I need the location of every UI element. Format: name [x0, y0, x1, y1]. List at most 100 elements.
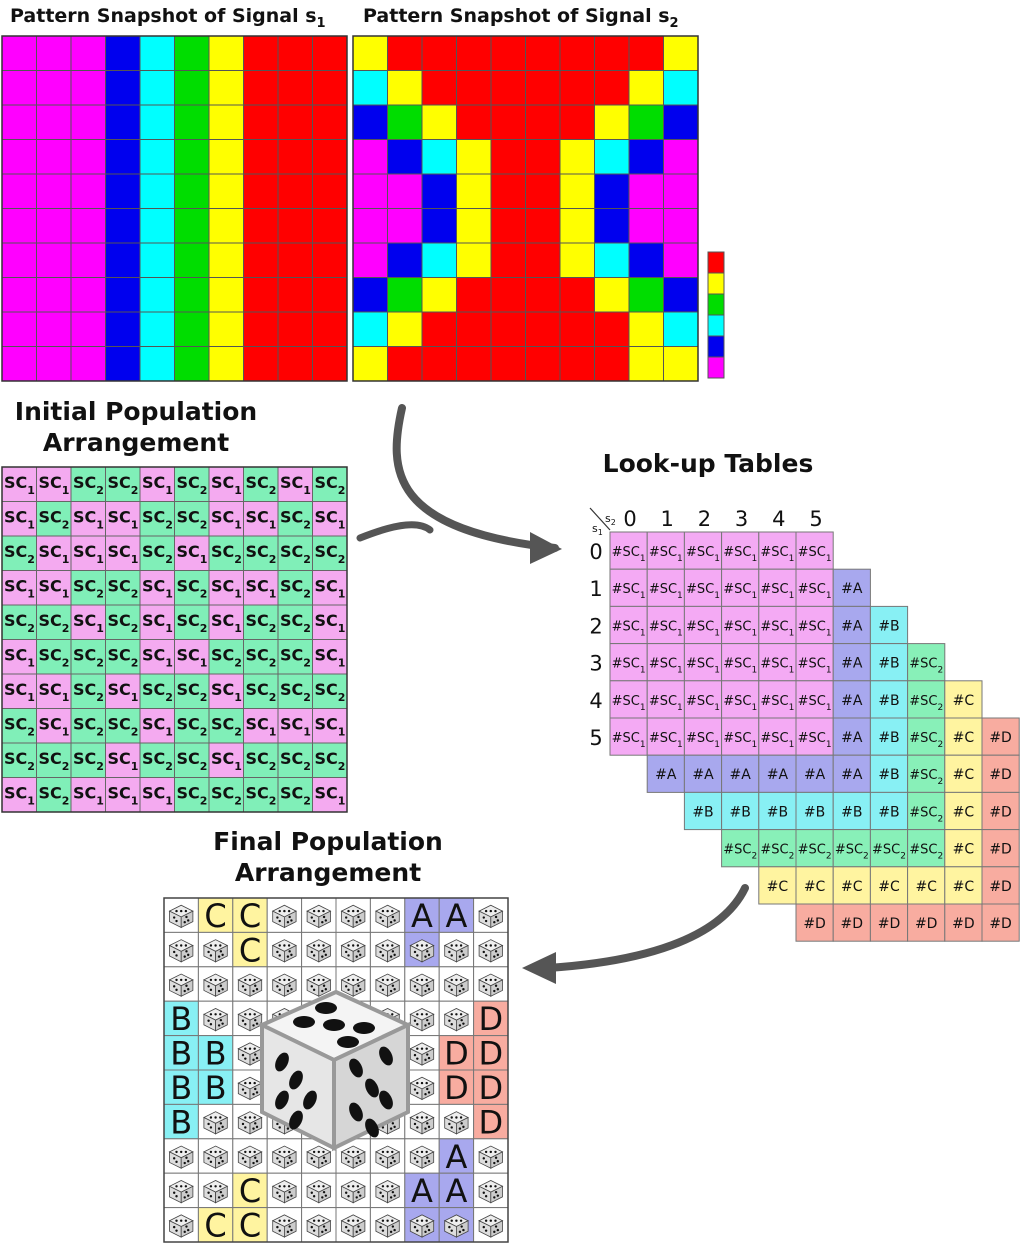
signal-s1-cell: [105, 277, 141, 313]
signal-s2-cell: [663, 346, 699, 382]
signal-s2-cell: [663, 242, 699, 278]
dice-icon: [375, 1214, 401, 1238]
signal-s2-cell: [456, 242, 492, 278]
lookup-cell-label: #SC1: [686, 731, 720, 750]
final-population-title-line1: Final Population: [213, 827, 443, 856]
final-cell-label: A: [445, 1138, 467, 1176]
signal-s1-cell: [174, 35, 210, 71]
signal-s2-cell: [352, 104, 388, 140]
population-cell: [312, 604, 348, 640]
signal-s2-cell: [628, 104, 664, 140]
lookup-row-header: 3: [589, 652, 602, 676]
lookup-cell: [907, 791, 946, 831]
signal-s2-cell: [559, 311, 595, 347]
final-cell-label: D: [478, 1000, 503, 1038]
signal-s2-cell: [628, 70, 664, 106]
lookup-cell: [721, 605, 760, 645]
population-cell-label: SC1: [39, 577, 70, 601]
final-cell: [163, 1103, 199, 1140]
population-cell-label: SC1: [39, 473, 70, 497]
lookup-cell-label: #B: [878, 767, 899, 783]
dice-icon: [340, 1145, 366, 1169]
lookup-cell: [795, 643, 834, 682]
dice-icon: [478, 1180, 504, 1204]
signal-s1-cell: [243, 242, 279, 278]
signal-s2-cell: [663, 208, 699, 244]
lookup-cell-label: #A: [692, 767, 714, 783]
population-cell-label: SC2: [108, 577, 139, 601]
lookup-cell-label: #SC1: [798, 619, 832, 638]
signal-s1-border: [1, 35, 348, 382]
lookup-cell: [609, 605, 648, 645]
signal-s2-cell: [352, 277, 388, 313]
signal-s1-cell: [1, 208, 37, 244]
lookup-cell: [758, 643, 797, 682]
population-cell: [36, 742, 72, 778]
final-cell-label: C: [239, 931, 261, 969]
dice-icon: [443, 1111, 469, 1135]
signal-s1-cell: [1, 104, 37, 140]
population-cell: [36, 639, 72, 675]
population-cell-label: SC1: [108, 680, 139, 704]
population-cell-label: SC2: [73, 715, 104, 739]
signal-s1-cell: [105, 311, 141, 347]
population-cell: [105, 604, 141, 640]
lookup-col-header: 2: [698, 507, 711, 531]
signal-s2-cell: [456, 139, 492, 175]
population-cell: [243, 742, 279, 778]
dice-icon: [168, 1180, 194, 1204]
signal-s1-cell: [243, 35, 279, 71]
population-cell-label: SC1: [211, 577, 242, 601]
lookup-cell: [981, 903, 1020, 942]
population-cell-label: SC2: [246, 473, 277, 497]
signal-s1-cell: [36, 70, 72, 106]
signal-s1-cell: [243, 139, 279, 175]
population-cell: [174, 708, 210, 744]
dice-icon: [168, 973, 194, 997]
population-cell-label: SC1: [142, 611, 173, 635]
population-cell-label: SC1: [142, 473, 173, 497]
lookup-cell-label: #C: [953, 804, 975, 820]
dice-icon: [478, 973, 504, 997]
signal-s2-cell: [628, 277, 664, 313]
population-cell: [139, 604, 175, 640]
population-cell-label: SC1: [73, 784, 104, 808]
final-cell-label: D: [478, 1035, 503, 1073]
dice-icon: [237, 1076, 263, 1101]
dice-icon: [271, 1180, 297, 1204]
initial-population-title-line2: Arrangement: [43, 428, 229, 457]
lookup-cell-label: #SC1: [612, 582, 646, 601]
lookup-cell: [646, 717, 685, 756]
signal-s2-cell: [663, 311, 699, 347]
lookup-cell: [832, 643, 871, 682]
population-cell-label: SC2: [315, 542, 346, 566]
signal-s1-cell: [277, 346, 313, 382]
lookup-cell-label: #SC1: [760, 582, 794, 601]
signal-s2-cell: [490, 311, 526, 347]
signal-s2-cell: [490, 104, 526, 140]
final-cell-label: C: [239, 1207, 261, 1245]
signal-s1-cell: [70, 242, 106, 278]
signal-s2-cell: [594, 277, 630, 313]
lookup-col-header: 4: [772, 507, 785, 531]
lookup-cell: [981, 866, 1020, 905]
lookup-cell-label: #SC1: [649, 582, 683, 601]
signal-s2-cell: [421, 346, 457, 382]
lookup-cell-label: #SC2: [872, 843, 906, 862]
signal-s2-cell: [525, 208, 561, 244]
dice-icon: [237, 973, 263, 997]
population-cell-label: SC1: [4, 508, 35, 532]
final-cell: [438, 1172, 475, 1209]
lookup-cell: [981, 829, 1020, 868]
signal-s1-cell: [70, 311, 106, 347]
final-cell: [438, 897, 475, 933]
signal-s2-cell: [559, 70, 595, 106]
population-cell-label: SC2: [211, 646, 242, 670]
lookup-cell-label: #D: [915, 916, 938, 932]
lookup-cell-label: #D: [989, 730, 1012, 746]
lookup-cell-label: #D: [989, 767, 1012, 783]
signal-s1-cell: [1, 139, 37, 175]
population-cell-label: SC2: [142, 680, 173, 704]
lookup-cell: [646, 568, 685, 607]
